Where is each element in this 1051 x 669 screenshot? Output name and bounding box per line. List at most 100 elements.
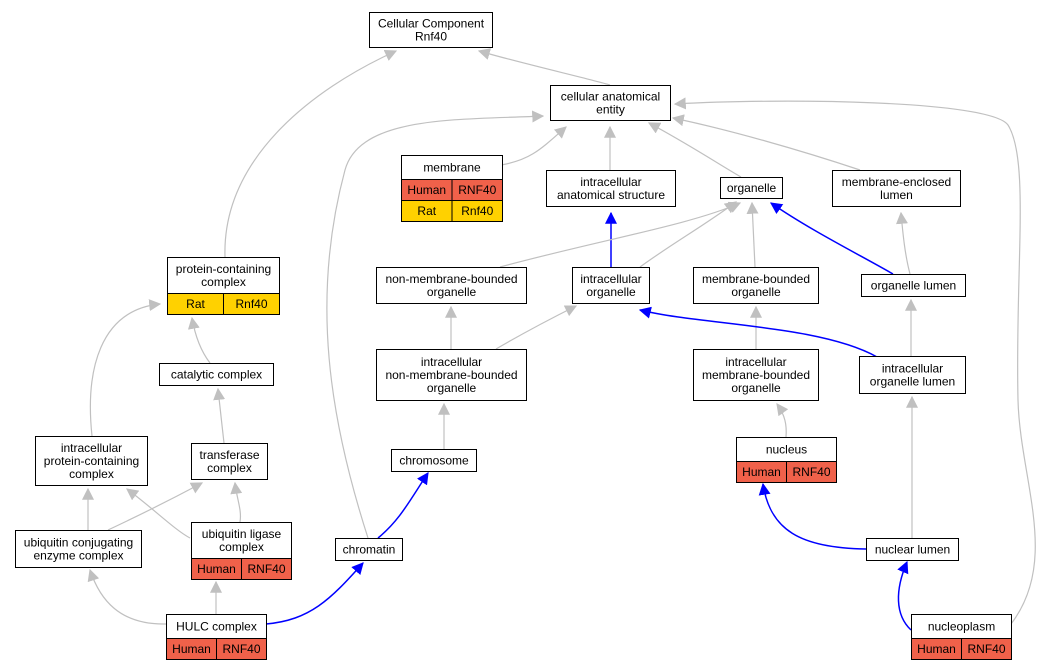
node-nuclear-lumen[interactable]: nuclear lumen	[866, 538, 959, 561]
annotation-species: Rat	[417, 204, 436, 218]
node-label: organelle	[727, 181, 777, 195]
node-label: HULC complex	[176, 620, 257, 634]
annotation-gene: Rnf40	[235, 297, 267, 311]
annotation-species: Human	[197, 562, 236, 576]
annotation-gene: RNF40	[967, 642, 1005, 656]
node-organelle[interactable]: organelle	[720, 177, 783, 199]
node-organelle-lumen[interactable]: organelle lumen	[861, 274, 966, 297]
annotation-gene: RNF40	[458, 183, 496, 197]
node-box	[401, 155, 503, 180]
node-box	[693, 349, 819, 401]
node-box	[191, 443, 268, 480]
node-label: complex	[69, 467, 114, 481]
node-label: protein-containing	[44, 454, 139, 468]
node-box	[369, 12, 493, 48]
edge-ubiquitin-ligase-complex-to-transferase-complex	[230, 481, 243, 523]
edge-intracellular-organelle-lumen-to-intracellular-organelle	[638, 306, 878, 358]
node-box	[376, 267, 527, 304]
node-label: intracellular	[725, 355, 786, 369]
annotation-species: Human	[742, 465, 781, 479]
annotation-cell	[241, 558, 292, 580]
node-label: entity	[596, 103, 625, 117]
node-label: catalytic complex	[171, 368, 262, 382]
node-box	[15, 530, 142, 568]
annotation-gene: RNF40	[792, 465, 830, 479]
edge-non-membrane-bounded-organelle-to-organelle	[499, 201, 742, 268]
annotation-species: Human	[917, 642, 956, 656]
node-label: ubiquitin ligase	[202, 527, 282, 541]
node-label: ubiquitin conjugating	[24, 536, 133, 550]
node-box	[167, 257, 280, 294]
node-label: intracellular	[580, 175, 641, 189]
node-label: intracellular	[580, 272, 641, 286]
node-box	[191, 522, 292, 559]
edge-cellular-anatomical-entity-to-cellular-component	[477, 48, 611, 86]
edge-nucleoplasm-to-nuclear-lumen	[897, 560, 912, 631]
edge-hulc-complex-to-chromatin	[265, 562, 364, 625]
edge-intracellular-non-membrane-bounded-organelle-to-intracellular-organelle	[495, 305, 578, 350]
annotation-cell	[786, 461, 837, 483]
edge-chromatin-to-cellular-anatomical-entity	[326, 110, 545, 539]
node-label: membrane-bounded	[702, 368, 810, 382]
node-box	[693, 267, 819, 304]
node-chromosome[interactable]: chromosome	[391, 449, 477, 472]
node-catalytic-complex[interactable]: catalytic complex	[159, 363, 274, 386]
node-label: organelle	[586, 285, 636, 299]
edge-ubiquitin-conjugating-enzyme-complex-to-transferase-complex	[107, 482, 204, 531]
node-chromatin[interactable]: chromatin	[335, 538, 403, 561]
annotation-species: Human	[172, 642, 211, 656]
annotation-species: Rat	[186, 297, 205, 311]
node-label: chromosome	[399, 454, 469, 468]
node-label: membrane-bounded	[702, 272, 810, 286]
node-box	[572, 267, 650, 304]
node-box	[35, 436, 148, 486]
node-label: non-membrane-bounded	[385, 368, 517, 382]
node-box	[832, 170, 961, 207]
node-label: organelle lumen	[870, 375, 955, 389]
annotation-cell	[961, 638, 1012, 660]
node-label: Cellular Component	[378, 17, 485, 31]
edge-membrane-to-cellular-anatomical-entity	[500, 126, 567, 166]
node-label: organelle	[427, 285, 477, 299]
node-box	[546, 170, 676, 207]
node-intracellular-non-membrane-bounded-organelle[interactable]: intracellularnon-membrane-boundedorganel…	[376, 349, 527, 401]
node-label: non-membrane-bounded	[385, 272, 517, 286]
node-label: intracellular	[421, 355, 482, 369]
node-label: protein-containing	[176, 262, 271, 276]
node-box	[376, 349, 527, 401]
edge-nucleoplasm-to-cellular-anatomical-entity	[673, 97, 1036, 625]
node-label: organelle	[427, 381, 477, 395]
edge-ubiquitin-ligase-complex-to-intracellular-protein-containing-complex	[126, 488, 191, 539]
node-label: membrane-enclosed	[842, 175, 951, 189]
node-box	[335, 538, 403, 561]
node-box	[159, 363, 274, 386]
node-label: lumen	[880, 188, 913, 202]
node-label: chromatin	[343, 543, 396, 557]
node-label: anatomical structure	[557, 188, 665, 202]
edge-nuclear-lumen-to-nucleus	[758, 482, 867, 550]
node-label: organelle	[731, 285, 781, 299]
node-box	[861, 274, 966, 297]
edge-membrane-bounded-organelle-to-organelle	[746, 201, 759, 268]
edge-intracellular-organelle-to-organelle	[639, 201, 737, 268]
